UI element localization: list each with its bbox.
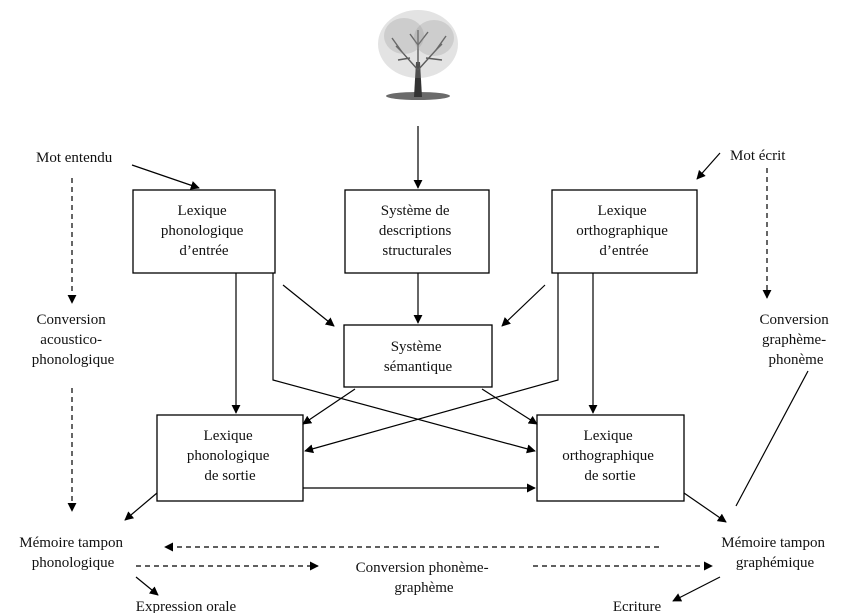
arrow-lexique-phon-entree-to-semantique bbox=[282, 284, 335, 327]
arrow-memoire-graph-to-ecriture bbox=[672, 576, 721, 602]
box-lexique-orthographique-sortie: Lexique orthographique de sortie bbox=[536, 414, 685, 502]
arrow-mot-entendu-to-lexique-phon-entree bbox=[131, 164, 200, 190]
arrow-lexique-orth-entree-to-semantique bbox=[501, 284, 546, 327]
label-mot-entendu: Mot entendu bbox=[36, 150, 113, 166]
arrow-memoire-phon-to-expression-orale bbox=[135, 576, 159, 596]
box-lexique-phonologique-sortie: Lexique phonologique de sortie bbox=[156, 414, 304, 502]
label-conversion-phoneme-grapheme: Conversion phonème- graphème bbox=[356, 560, 493, 596]
label-expression-orale: Expression orale bbox=[136, 599, 237, 613]
box-systeme-descriptions-structurales: Système de descriptions structurales bbox=[344, 189, 490, 274]
label-ecriture: Ecriture bbox=[613, 599, 662, 613]
line-conversion-grapheme-down bbox=[735, 370, 809, 507]
box-label-lexique-phonologique-entree: Lexique phonologique d’entrée bbox=[161, 203, 247, 259]
box-systeme-semantique: Système sémantique bbox=[343, 324, 493, 388]
label-conversion-grapheme-phoneme: Conversion graphème- phonème bbox=[760, 312, 833, 368]
label-conversion-acoustico-phonologique: Conversion acoustico- phonologique bbox=[32, 312, 115, 368]
arrow-lexique-phon-entree-to-orth-sortie bbox=[272, 273, 536, 454]
arrow-semantique-to-lexique-orth-sortie bbox=[481, 388, 538, 425]
box-label-lexique-orthographique-entree: Lexique orthographique d’entrée bbox=[576, 203, 671, 259]
tree-icon bbox=[378, 10, 458, 100]
label-memoire-tampon-phonologique: Mémoire tampon phonologique bbox=[19, 535, 126, 571]
arrow-lexique-orth-entree-to-phon-sortie bbox=[304, 273, 559, 454]
box-lexique-phonologique-entree: Lexique phonologique d’entrée bbox=[132, 189, 276, 274]
box-label-lexique-orthographique-sortie: Lexique orthographique de sortie bbox=[562, 428, 657, 484]
box-lexique-orthographique-entree: Lexique orthographique d’entrée bbox=[551, 189, 698, 274]
box-label-lexique-phonologique-sortie: Lexique phonologique de sortie bbox=[187, 428, 273, 484]
arrow-semantique-to-lexique-phon-sortie bbox=[302, 388, 356, 425]
arrow-lexique-orth-sortie-to-memoire-graph bbox=[683, 492, 727, 523]
box-label-systeme-semantique: Système sémantique bbox=[384, 339, 453, 375]
label-mot-ecrit: Mot écrit bbox=[730, 148, 786, 164]
box-label-systeme-descriptions: Système de descriptions structurales bbox=[379, 203, 455, 259]
arrow-mot-ecrit-to-lexique-orth-entree bbox=[696, 152, 721, 180]
label-memoire-tampon-graphemique: Mémoire tampon graphémique bbox=[721, 535, 828, 571]
arrow-lexique-phon-sortie-to-memoire-phon bbox=[124, 492, 158, 521]
